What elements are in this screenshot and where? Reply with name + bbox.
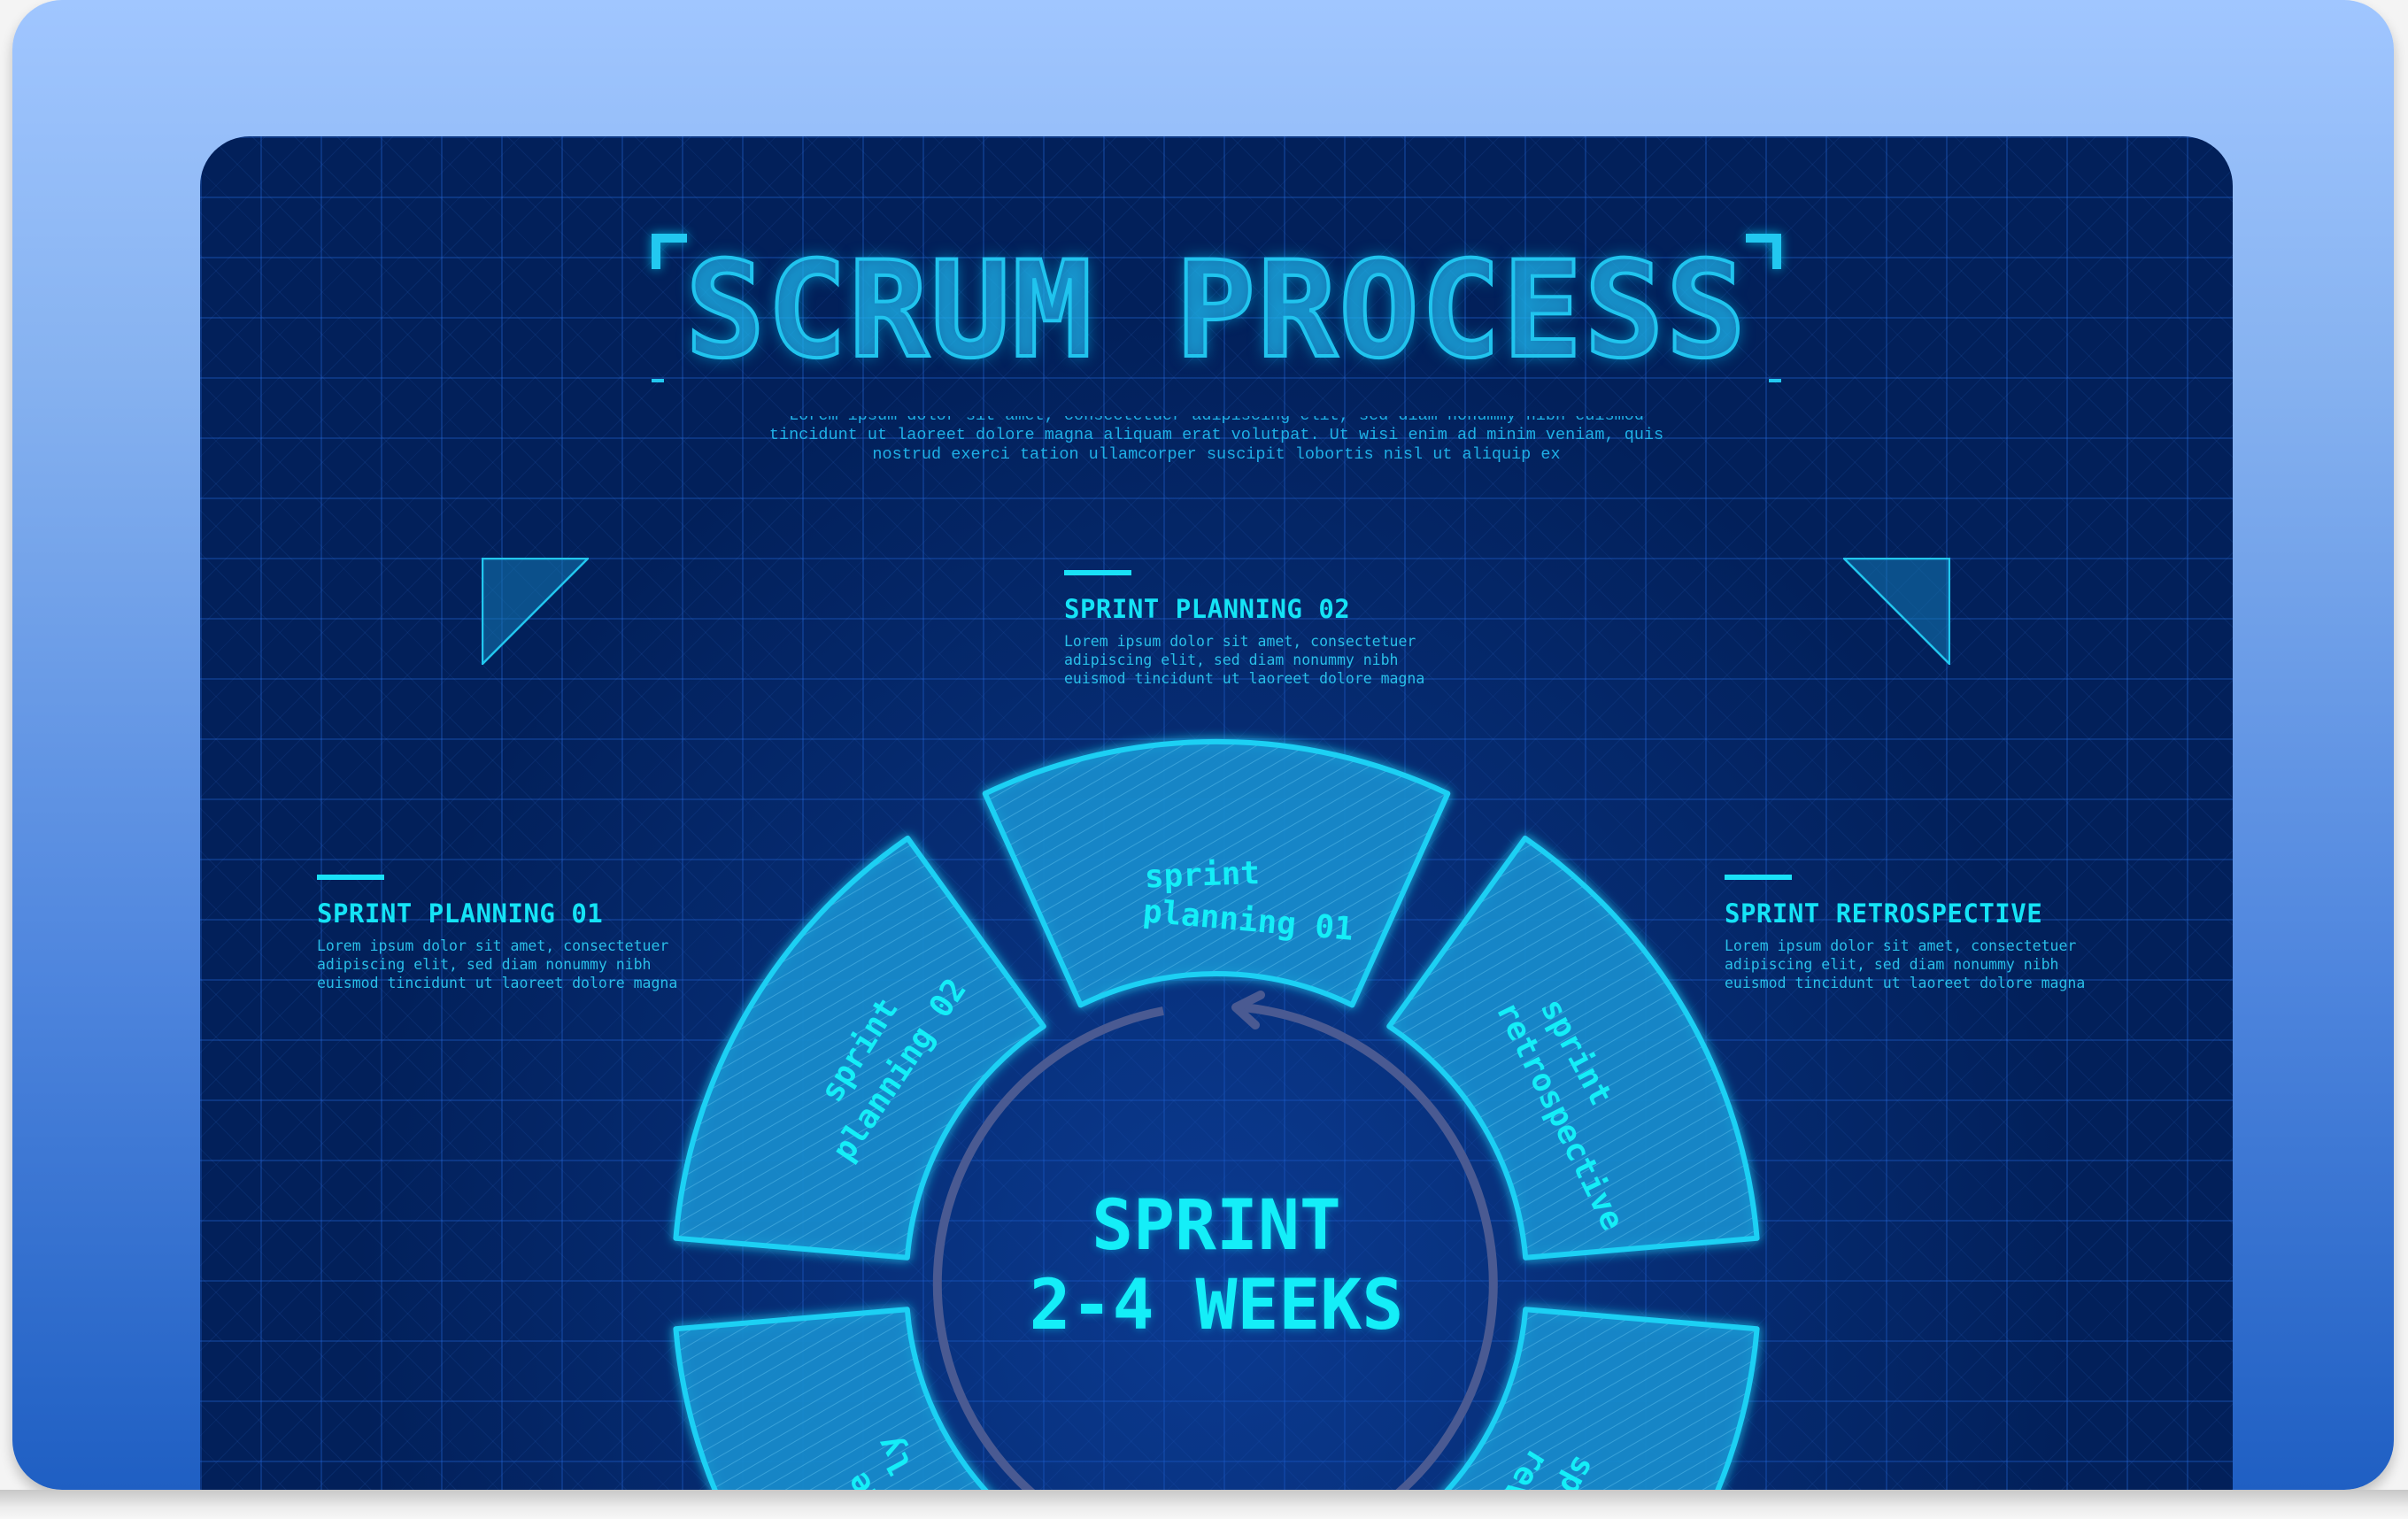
- intro-line: tincidunt ut laoreet dolore magna aliqua…: [768, 426, 1664, 444]
- accent-bar: [317, 875, 384, 880]
- info-line: euismod tincidunt ut laoreet dolore magn…: [317, 975, 678, 991]
- info-block-sprint-retrospective: SPRINT RETROSPECTIVE Lorem ipsum dolor s…: [1725, 875, 2132, 992]
- segment-label: sprint: [1144, 855, 1260, 896]
- cycle-ring: [932, 1003, 1498, 1490]
- info-line: Lorem ipsum dolor sit amet, consectetuer: [1064, 633, 1416, 650]
- triangle-decoration-icon: [1843, 558, 1950, 665]
- corner-bracket-icon: [1746, 234, 1781, 269]
- center-line: 2-4 WEEKS: [1029, 1266, 1404, 1346]
- page-title: SCRUM PROCESS: [683, 234, 1748, 388]
- segment-sprint-retrospective: [1386, 836, 1760, 1261]
- center-line: SPRINT: [1092, 1186, 1341, 1266]
- frame-card: SCRUM PROCESS Lorem ipsum dolor sit amet…: [12, 0, 2394, 1490]
- cycle-arrow-icon: [1231, 991, 1265, 1029]
- bracket-foot-icon: [652, 379, 664, 382]
- info-line: Lorem ipsum dolor sit amet, consectetuer: [1725, 937, 2077, 954]
- info-heading: SPRINT RETROSPECTIVE: [1725, 898, 2043, 929]
- info-line: adipiscing elit, sed diam nonummy nibh: [1064, 652, 1399, 668]
- title-block: SCRUM PROCESS: [652, 234, 1781, 384]
- bracket-foot-icon: [1769, 379, 1781, 382]
- intro-text: Lorem ipsum dolor sit amet, consectetuer…: [696, 416, 1737, 480]
- info-body: Lorem ipsum dolor sit amet, consectetuer…: [1725, 937, 2132, 992]
- info-line: Lorem ipsum dolor sit amet, consectetuer: [317, 937, 669, 954]
- scrum-cycle-wheel: sprint planning 01 sprint retrospective …: [673, 738, 1760, 1490]
- triangle-decoration-icon: [482, 558, 589, 665]
- info-line: adipiscing elit, sed diam nonummy nibh: [317, 956, 652, 973]
- infographic-panel: SCRUM PROCESS Lorem ipsum dolor sit amet…: [200, 136, 2233, 1490]
- info-block-sprint-planning-01: SPRINT PLANNING 01 Lorem ipsum dolor sit…: [317, 875, 724, 992]
- segment-sprint-review: [1444, 1307, 1760, 1490]
- accent-bar: [1064, 570, 1131, 575]
- info-heading: SPRINT PLANNING 01: [317, 898, 604, 929]
- segment-sprint-planning-01: [982, 738, 1451, 1008]
- info-line: euismod tincidunt ut laoreet dolore magn…: [1725, 975, 2086, 991]
- segment-daily-scrum: [673, 1307, 989, 1490]
- info-body: Lorem ipsum dolor sit amet, consectetuer…: [1064, 632, 1471, 688]
- segment-sprint-planning-02: [673, 836, 1046, 1261]
- info-heading: SPRINT PLANNING 02: [1064, 594, 1351, 624]
- info-line: euismod tincidunt ut laoreet dolore magn…: [1064, 670, 1425, 687]
- info-body: Lorem ipsum dolor sit amet, consectetuer…: [317, 937, 724, 992]
- intro-line: Lorem ipsum dolor sit amet, consectetuer…: [696, 416, 1737, 426]
- corner-bracket-icon: [652, 234, 687, 269]
- intro-line: nostrud exerci tation ullamcorper suscip…: [872, 445, 1561, 464]
- page-bottom-shadow: [0, 1490, 2408, 1519]
- info-block-sprint-planning-02: SPRINT PLANNING 02 Lorem ipsum dolor sit…: [1064, 570, 1471, 688]
- info-line: adipiscing elit, sed diam nonummy nibh: [1725, 956, 2059, 973]
- accent-bar: [1725, 875, 1792, 880]
- svg-text:sprint: sprint: [1144, 855, 1260, 896]
- sprint-duration-label: SPRINT 2-4 WEEKS: [951, 1186, 1482, 1346]
